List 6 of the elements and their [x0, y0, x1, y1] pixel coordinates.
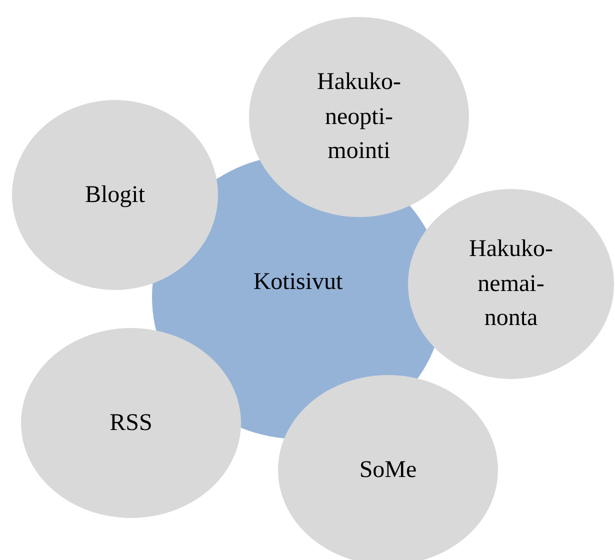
node-label: Hakuko- nemai- nonta — [468, 234, 554, 334]
node-label: RSS — [110, 408, 152, 438]
node-label: Hakuko- neopti- mointi — [316, 68, 402, 166]
node-label: Blogit — [84, 180, 145, 210]
node-label: SoMe — [359, 456, 417, 485]
node-label: Kotisivut — [253, 268, 343, 297]
